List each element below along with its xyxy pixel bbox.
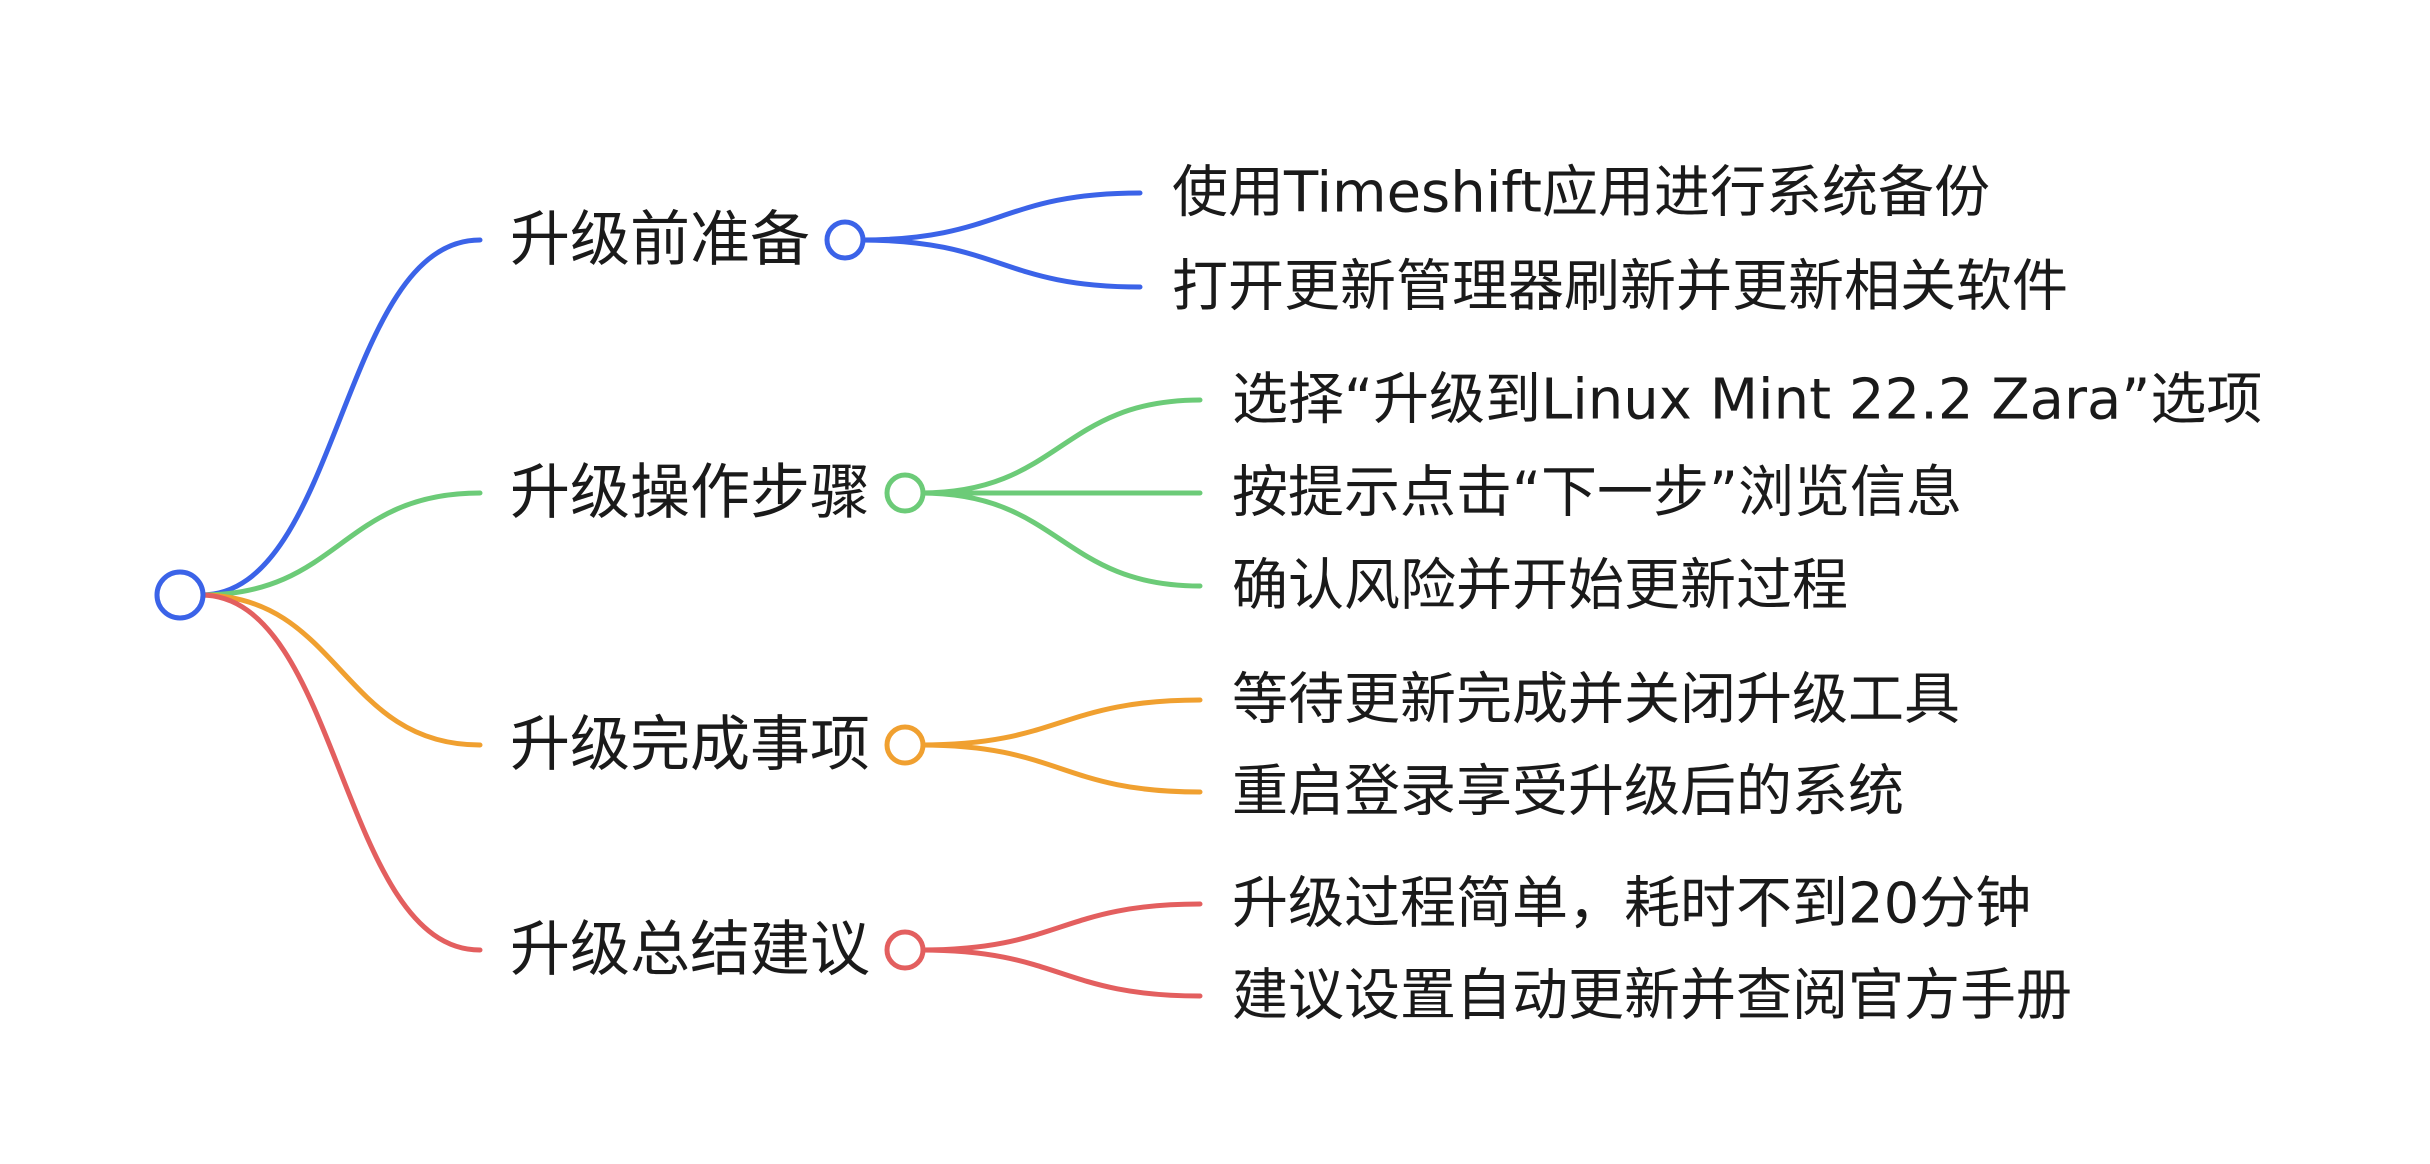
- mindmap-nodes: 升级前准备 使用Timeshift应用进行系统备份打开更新管理器刷新并更新相关软件…: [157, 161, 2262, 1029]
- edge-branch-1-leaf-2: [861, 240, 1140, 287]
- edge-branch-4-leaf-2: [921, 950, 1200, 996]
- edge-branch-4-leaf-1: [921, 904, 1200, 950]
- edge-root-to-branch-4: [201, 595, 480, 950]
- branch-toggle-circle-4[interactable]: [887, 932, 923, 968]
- branch-toggle-circle-2[interactable]: [887, 475, 923, 511]
- edge-branch-3-leaf-1: [921, 700, 1200, 745]
- leaf-label-1-2[interactable]: 打开更新管理器刷新并更新相关软件: [1172, 255, 2068, 320]
- branch-label-3[interactable]: 升级完成事项: [510, 710, 870, 780]
- leaf-label-2-3[interactable]: 确认风险并开始更新过程: [1232, 554, 1848, 619]
- branch-label-1[interactable]: 升级前准备: [510, 205, 810, 275]
- edge-branch-1-leaf-1: [861, 193, 1140, 240]
- edge-branch-3-leaf-2: [921, 745, 1200, 792]
- root-node-circle[interactable]: [157, 572, 203, 618]
- branch-label-2[interactable]: 升级操作步骤: [510, 458, 870, 528]
- leaf-label-1-1[interactable]: 使用Timeshift应用进行系统备份: [1172, 161, 1990, 226]
- leaf-label-2-2[interactable]: 按提示点击“下一步”浏览信息: [1232, 461, 1962, 526]
- edge-branch-2-leaf-3: [921, 493, 1200, 586]
- branch-label-4[interactable]: 升级总结建议: [510, 915, 870, 985]
- branch-toggle-circle-1[interactable]: [827, 222, 863, 258]
- leaf-label-4-1[interactable]: 升级过程简单，耗时不到20分钟: [1232, 872, 2031, 937]
- mindmap-edges: [201, 193, 1200, 996]
- leaf-label-3-2[interactable]: 重启登录享受升级后的系统: [1232, 760, 1904, 825]
- leaf-label-3-1[interactable]: 等待更新完成并关闭升级工具: [1232, 668, 1960, 733]
- branch-toggle-circle-3[interactable]: [887, 727, 923, 763]
- edge-root-to-branch-3: [201, 595, 480, 745]
- edge-branch-2-leaf-1: [921, 400, 1200, 493]
- leaf-label-4-2[interactable]: 建议设置自动更新并查阅官方手册: [1232, 964, 2072, 1029]
- leaf-label-2-1[interactable]: 选择“升级到Linux Mint 22.2 Zara”选项: [1232, 368, 2262, 433]
